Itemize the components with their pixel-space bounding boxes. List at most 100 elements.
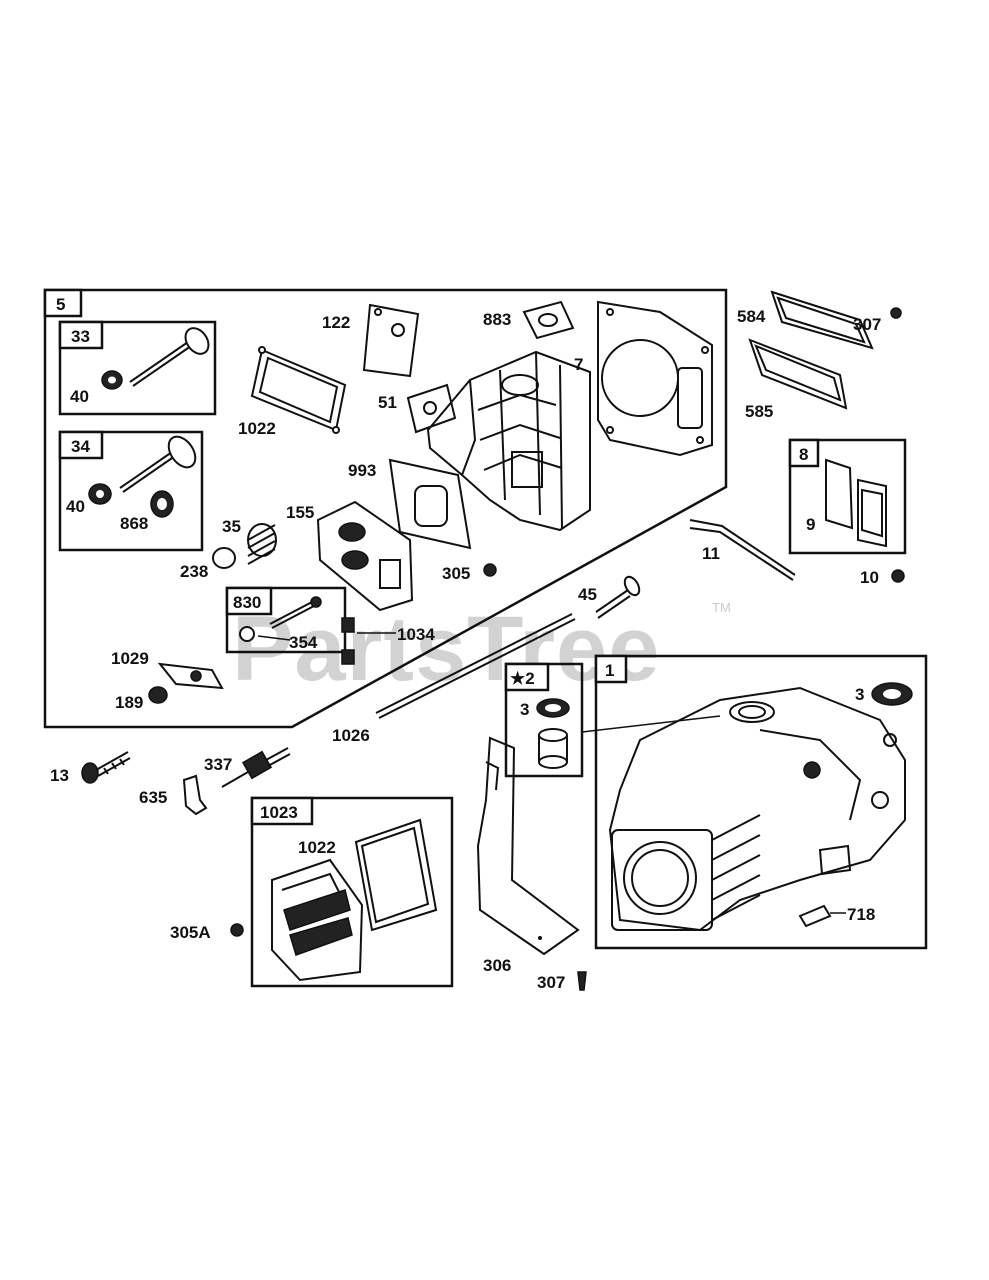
label-122: 122 [322,313,350,332]
sleeve-bearing-2 [538,728,568,769]
screw-307a [890,307,902,319]
oil-seal-3b [871,682,913,706]
label-584: 584 [737,307,766,326]
intake-valve-33 [129,327,210,387]
group-1023-frame [250,796,454,988]
label-10: 10 [860,568,879,587]
group-2-tag-box [504,662,550,692]
valve-spring-retainer-40b [88,483,112,505]
label-40-lower: 40 [66,497,85,516]
air-shield-306 [476,736,580,956]
gasket-584 [770,290,874,350]
group-1-tag: 1 [605,661,614,680]
watermark: PartsTree [232,598,660,700]
group-1-frame [594,654,928,950]
breather-gasket-122 [362,303,420,378]
label-718: 718 [847,905,875,924]
group-1023-tag: 1023 [260,803,298,822]
screw-307b [577,971,587,991]
valve-tappet-45 [595,575,641,619]
group-830-tag-box [225,586,273,616]
label-35: 35 [222,517,241,536]
rocker-cover-gasket-1022a [250,346,347,434]
label-883: 883 [483,310,511,329]
label-13: 13 [50,766,69,785]
label-1029: 1029 [111,649,149,668]
label-7: 7 [574,355,583,374]
label-635: 635 [139,788,167,807]
valve-spring-35 [247,523,277,565]
group-830-tag: 830 [233,593,261,612]
breather-gasket-9 [825,458,854,530]
gasket-585 [748,338,848,410]
label-1022-upper: 1022 [238,419,276,438]
label-3-block: 3 [855,685,864,704]
group-34-tag: 34 [71,437,90,456]
breather-assembly-8 [857,478,887,548]
oil-seal-3a [536,698,570,718]
group-1023-tag-box [250,796,314,826]
group-5-tag-box [43,288,83,318]
label-868: 868 [120,514,148,533]
label-307-top: 307 [853,315,881,334]
rocker-nut-189 [148,686,168,704]
gasket-993 [388,458,472,550]
group-8-tag-box [788,438,820,468]
group-33-tag-box [58,320,104,350]
label-307-bottom: 307 [537,973,565,992]
valve-seat-868 [150,490,174,518]
cylinder-block [608,686,906,932]
group-2-tag: ★2 [510,669,535,688]
label-238: 238 [180,562,208,581]
group-33-tag: 33 [71,327,90,346]
label-40-upper: 40 [70,387,89,406]
spark-plug-boot-635 [182,774,208,816]
screw-10 [891,569,905,583]
label-11: 11 [702,544,720,563]
label-305: 305 [442,564,470,583]
label-3-group2: 3 [520,700,529,719]
label-1034: 1034 [397,625,435,644]
exhaust-valve-34 [119,435,197,493]
bolt-13 [81,751,131,784]
label-1022-lower: 1022 [298,838,336,857]
breather-tube-11 [689,519,796,581]
label-993: 993 [348,461,376,480]
intake-gasket-883 [522,300,575,340]
watermark-trademark: TM [712,600,731,615]
label-9: 9 [806,515,815,534]
cylinder-head-gasket-7 [597,300,713,457]
label-45: 45 [578,585,597,604]
label-337: 337 [204,755,232,774]
dowel-pin-718 [798,904,846,928]
group-34-frame [58,430,204,552]
group-34-tag-box [58,430,104,460]
pushrod-1026 [375,613,576,719]
group-8-tag: 8 [799,445,808,464]
spark-plug-337 [221,747,291,788]
label-306: 306 [483,956,511,975]
label-155: 155 [286,503,314,522]
group-33-frame [58,320,217,416]
group-5-frame [43,288,728,729]
label-585: 585 [745,402,773,421]
label-1026: 1026 [332,726,370,745]
cylinder-head [426,350,591,532]
label-305A: 305A [170,923,211,942]
screw-305A [230,923,244,937]
rocker-cover-gasket-1022b [354,818,438,932]
rocker-stud-830 [239,596,322,642]
valve-spring-retainer-40a [101,370,123,390]
valve-cap-238 [212,547,236,569]
rocker-arm-1029 [157,662,224,690]
rocker-cover-1023 [271,858,364,982]
group-1-tag-box [594,654,628,684]
intake-gasket-51 [406,383,457,434]
screw-305 [483,563,497,577]
group-8-frame [788,438,907,555]
label-189: 189 [115,693,143,712]
leader-2-to-block [581,715,721,733]
label-51: 51 [378,393,397,412]
plate-155 [316,500,414,612]
